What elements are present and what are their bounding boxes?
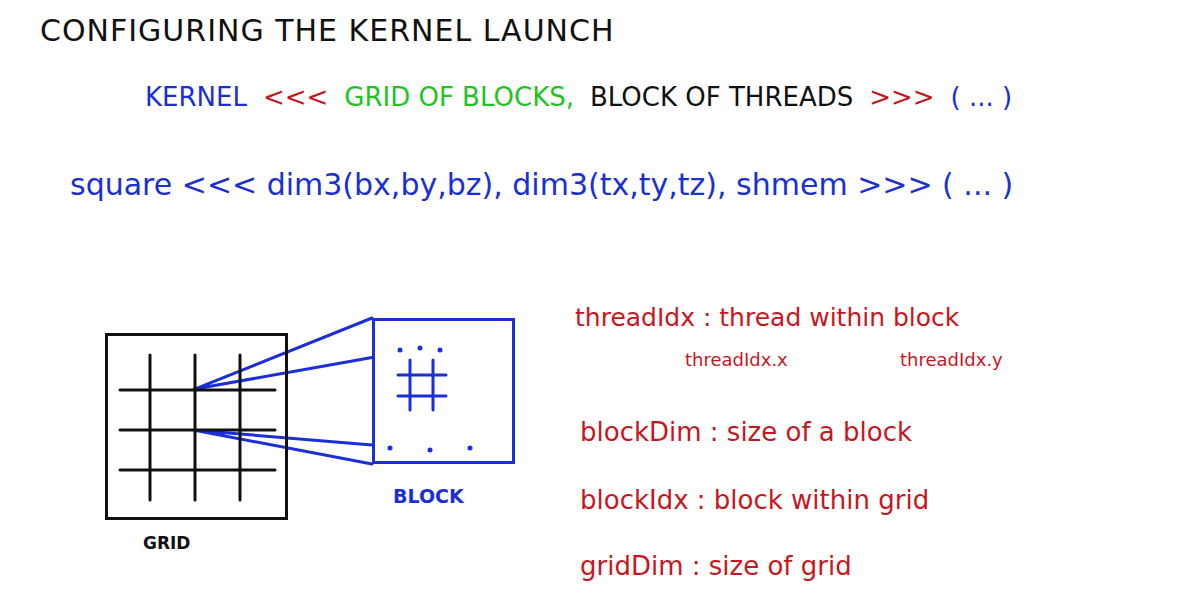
launch-bracket: <<<: [263, 82, 328, 112]
kernel-keyword: KERNEL: [145, 82, 247, 112]
thread-grid: [398, 360, 446, 410]
member-note: threadIdx.x: [685, 350, 788, 371]
thread-dots: [388, 346, 473, 453]
box-label: BLOCK: [393, 486, 464, 507]
grid-box: GRID: [105, 333, 288, 520]
kernel-launch-syntax: KERNEL <<< GRID OF BLOCKS, BLOCK OF THREADS…: [145, 82, 1012, 112]
definition-note: blockDim : size of a block: [580, 418, 912, 448]
launch-bracket: >>>: [869, 82, 934, 112]
argument-list: ( ... ): [951, 82, 1013, 112]
grid-argument: GRID OF BLOCKS,: [344, 82, 574, 112]
block-argument: BLOCK OF THREADS: [590, 82, 853, 112]
definition-note: threadIdx : thread within block: [575, 304, 959, 333]
block-box: BLOCK: [372, 318, 515, 464]
member-note: threadIdx.y: [900, 350, 1003, 371]
title: CONFIGURING THE KERNEL LAUNCH: [40, 14, 615, 49]
definition-note: blockIdx : block within grid: [580, 486, 929, 516]
grid-lines: [120, 355, 275, 500]
box-label: GRID: [143, 534, 190, 553]
launch-example: square <<< dim3(bx,by,bz), dim3(tx,ty,tz…: [70, 168, 1013, 203]
definition-note: gridDim : size of grid: [580, 552, 852, 582]
